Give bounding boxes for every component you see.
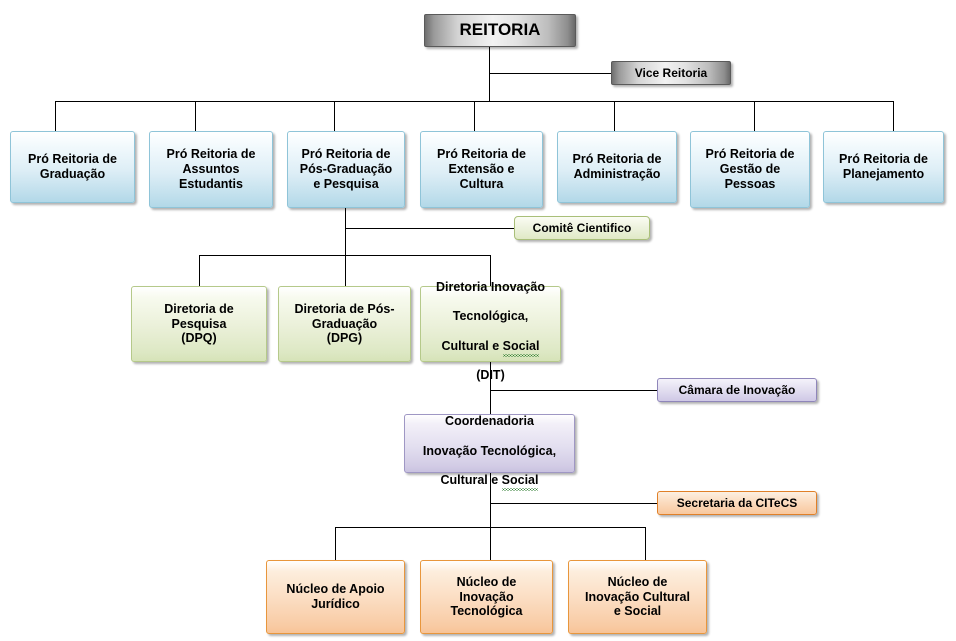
connector-camara-inovacao — [490, 390, 658, 391]
connector-drop-pro-6 — [754, 101, 755, 131]
connector-vice-reitoria — [489, 73, 612, 74]
connector-drop-diretoria-3 — [490, 255, 491, 287]
coordenadoria-line-3-prefix: Cultural e — [440, 473, 502, 487]
node-nucleo-inovacao-cultural-social[interactable]: Núcleo de Inovação Cultural e Social — [568, 560, 707, 634]
node-pro-reitoria-planejamento-label: Pró Reitoria de Planejamento — [839, 152, 928, 181]
coordenadoria-line-2: Inovação Tecnológica, — [422, 443, 557, 458]
coordenadoria-line-3-flagged-word: Social — [501, 473, 539, 491]
dit-line-3-prefix: Cultural e — [441, 338, 503, 353]
connector-dit-stem — [490, 362, 491, 415]
node-nucleo-inovacao-cultural-social-label: Núcleo de Inovação Cultural e Social — [585, 574, 690, 619]
connector-drop-pro-7 — [893, 101, 894, 131]
node-comite-cientifico-label: Comitê Cientifico — [532, 220, 632, 235]
node-pro-reitoria-pos-graduacao-pesquisa[interactable]: Pró Reitoria de Pós-Graduação e Pesquisa — [287, 131, 405, 208]
dit-line-2: Tecnológica, — [452, 309, 529, 324]
node-pro-reitoria-planejamento[interactable]: Pró Reitoria de Planejamento — [823, 131, 944, 203]
connector-drop-pro-3 — [334, 101, 335, 131]
node-nucleo-inovacao-tecnologica[interactable]: Núcleo de Inovação Tecnológica — [420, 560, 553, 634]
dit-line-3-flagged-word: Social — [502, 338, 540, 357]
node-coordenadoria-citecs[interactable]: Coordenadoria Inovação Tecnológica, Cult… — [404, 414, 575, 491]
connector-coordenadoria-stem — [490, 473, 491, 560]
connector-drop-pro-5 — [614, 101, 615, 131]
node-diretoria-pesquisa[interactable]: Diretoria de Pesquisa (DPQ) — [131, 286, 267, 362]
node-diretoria-pesquisa-label: Diretoria de Pesquisa (DPQ) — [164, 301, 234, 346]
connector-drop-nucleo-2 — [490, 527, 491, 560]
dit-line-1: Diretoria Inovação — [435, 279, 546, 294]
node-pro-reitoria-graduacao-label: Pró Reitoria de Graduação — [28, 152, 117, 181]
node-secretaria-citecs[interactable]: Secretaria da CITeCS — [657, 491, 817, 515]
connector-secretaria-citecs — [490, 503, 658, 504]
node-pro-reitoria-assuntos-estudantis-label: Pró Reitoria de Assuntos Estudantis — [166, 147, 256, 191]
connector-drop-diretoria-2 — [345, 255, 346, 287]
connector-drop-diretoria-1 — [199, 255, 200, 287]
node-pro-reitoria-administracao-label: Pró Reitoria de Administração — [572, 152, 662, 181]
node-secretaria-citecs-label: Secretaria da CITeCS — [676, 495, 798, 510]
node-comite-cientifico[interactable]: Comitê Cientifico — [514, 216, 650, 240]
node-nucleo-apoio-juridico-label: Núcleo de Apoio Jurídico — [286, 582, 385, 611]
node-coordenadoria-citecs-label: Coordenadoria Inovação Tecnológica, Cult… — [405, 399, 574, 491]
node-pro-reitoria-extensao-cultura-label: Pró Reitoria de Extensão e Cultura — [437, 147, 526, 191]
connector-drop-pro-4 — [474, 101, 475, 131]
node-nucleo-inovacao-tecnologica-label: Núcleo de Inovação Tecnológica — [450, 574, 523, 619]
node-pro-reitoria-administracao[interactable]: Pró Reitoria de Administração — [557, 131, 677, 203]
connector-drop-nucleo-3 — [645, 527, 646, 560]
coordenadoria-line-1: Coordenadoria — [445, 414, 534, 428]
connector-pos-graduacao-stem — [345, 208, 346, 287]
node-reitoria[interactable]: REITORIA — [424, 14, 576, 47]
node-camara-inovacao-label: Câmara de Inovação — [678, 382, 796, 397]
node-diretoria-inovacao-tecnologica-label: Diretoria Inovação Tecnológica, Cultural… — [421, 265, 560, 383]
node-camara-inovacao[interactable]: Câmara de Inovação — [657, 378, 817, 402]
node-nucleo-apoio-juridico[interactable]: Núcleo de Apoio Jurídico — [266, 560, 405, 634]
node-diretoria-inovacao-tecnologica[interactable]: Diretoria Inovação Tecnológica, Cultural… — [420, 280, 561, 382]
node-vice-reitoria-label: Vice Reitoria — [634, 65, 708, 80]
node-pro-reitoria-gestao-pessoas[interactable]: Pró Reitoria de Gestão de Pessoas — [690, 131, 810, 208]
connector-comite-cientifico — [345, 228, 515, 229]
node-pro-reitoria-gestao-pessoas-label: Pró Reitoria de Gestão de Pessoas — [705, 147, 795, 191]
connector-reitoria-stem — [489, 47, 490, 101]
connector-drop-pro-2 — [195, 101, 196, 131]
connector-drop-nucleo-1 — [335, 527, 336, 560]
node-diretoria-pos-graduacao-label: Diretoria de Pós- Graduação (DPG) — [294, 301, 395, 346]
node-vice-reitoria[interactable]: Vice Reitoria — [611, 61, 731, 85]
node-pro-reitoria-pos-graduacao-pesquisa-label: Pró Reitoria de Pós-Graduação e Pesquisa — [299, 147, 393, 191]
node-reitoria-label: REITORIA — [459, 20, 541, 40]
node-pro-reitoria-extensao-cultura[interactable]: Pró Reitoria de Extensão e Cultura — [420, 131, 543, 208]
connector-drop-pro-1 — [55, 101, 56, 131]
node-diretoria-pos-graduacao[interactable]: Diretoria de Pós- Graduação (DPG) — [278, 286, 411, 362]
node-pro-reitoria-assuntos-estudantis[interactable]: Pró Reitoria de Assuntos Estudantis — [149, 131, 273, 208]
node-pro-reitoria-graduacao[interactable]: Pró Reitoria de Graduação — [10, 131, 135, 203]
